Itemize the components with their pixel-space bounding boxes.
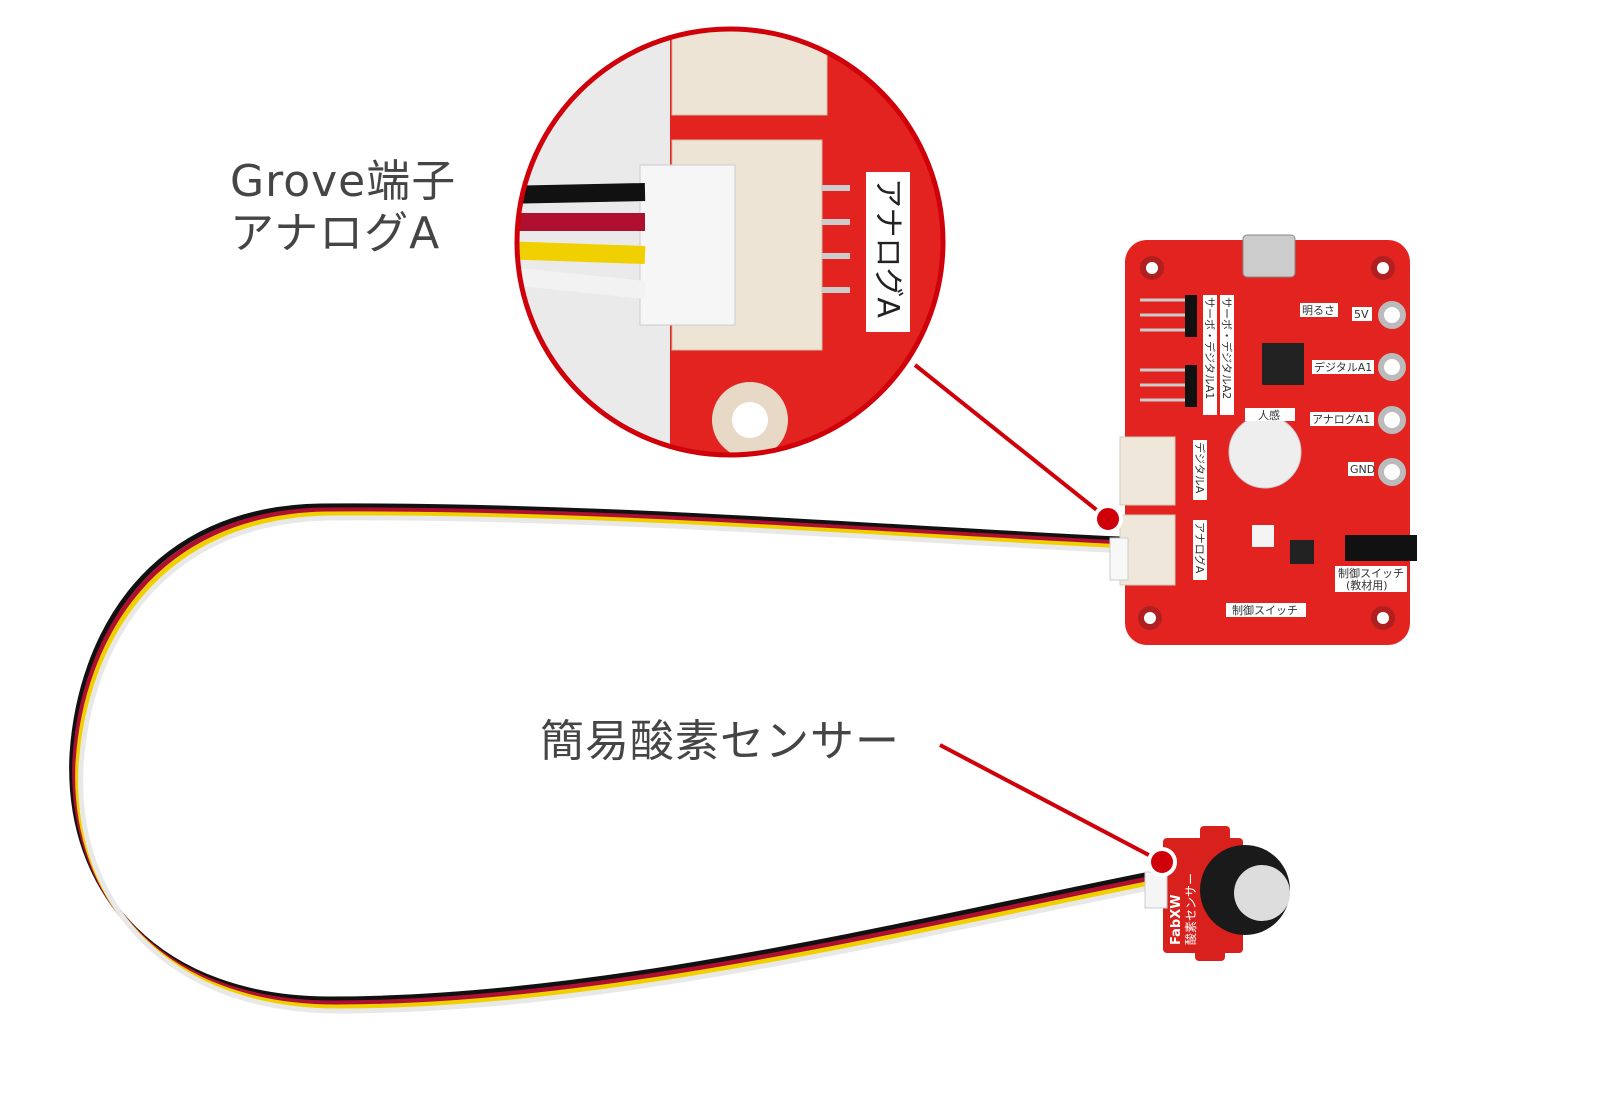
label-5v: 5V xyxy=(1354,308,1369,321)
callout-sensor: 簡易酸素センサー xyxy=(540,716,900,767)
label-gnd: GND xyxy=(1350,463,1375,476)
grove-connector-analog xyxy=(1119,514,1176,586)
label-analog-a: アナログA xyxy=(1193,522,1207,574)
slide-switch xyxy=(1345,535,1417,561)
label-brightness: 明るさ xyxy=(1302,304,1335,317)
sensor-name: 酸素センサー xyxy=(1183,873,1198,945)
usb-c-port xyxy=(1242,234,1296,278)
rgb-led xyxy=(1252,525,1274,547)
label-analog-a1: アナログA1 xyxy=(1312,412,1370,426)
label-digital-a1: デジタルA1 xyxy=(1314,360,1372,374)
grove-connector-digital xyxy=(1119,436,1176,506)
callout-grove: Grove端子 アナログA xyxy=(230,156,456,260)
label-servo-a2: サーボ・デジタルA2 xyxy=(1220,297,1234,399)
label-servo-a1: サーボ・デジタルA1 xyxy=(1203,297,1217,399)
oxygen-sensor-module: FabXW 酸素センサー xyxy=(1144,826,1290,961)
label-switch-edu: 制御スイッチ xyxy=(1338,566,1404,580)
leader-line-sensor xyxy=(939,743,1177,877)
controller-board: 明るさ 5V デジタルA1 アナログA1 GND 人感 サーボ・デジタルA1 サ… xyxy=(1109,234,1417,645)
label-switch: 制御スイッチ xyxy=(1232,603,1298,617)
leader-line-grove xyxy=(913,363,1123,534)
callout-grove-line2: アナログA xyxy=(230,208,441,259)
label-digital-a: デジタルA xyxy=(1193,442,1207,494)
pir-sensor xyxy=(1228,415,1302,489)
magnifier-label: アナログA xyxy=(870,178,905,318)
label-motion: 人感 xyxy=(1258,409,1280,422)
magnifier-inset: アナログA xyxy=(514,26,946,458)
microcontroller-chip xyxy=(1262,343,1304,385)
grove-cable xyxy=(69,503,1162,1014)
callout-grove-line1: Grove端子 xyxy=(230,156,457,207)
label-switch-edu-sub: (教材用) xyxy=(1346,578,1388,592)
sensor-brand: FabXW xyxy=(1169,894,1184,945)
